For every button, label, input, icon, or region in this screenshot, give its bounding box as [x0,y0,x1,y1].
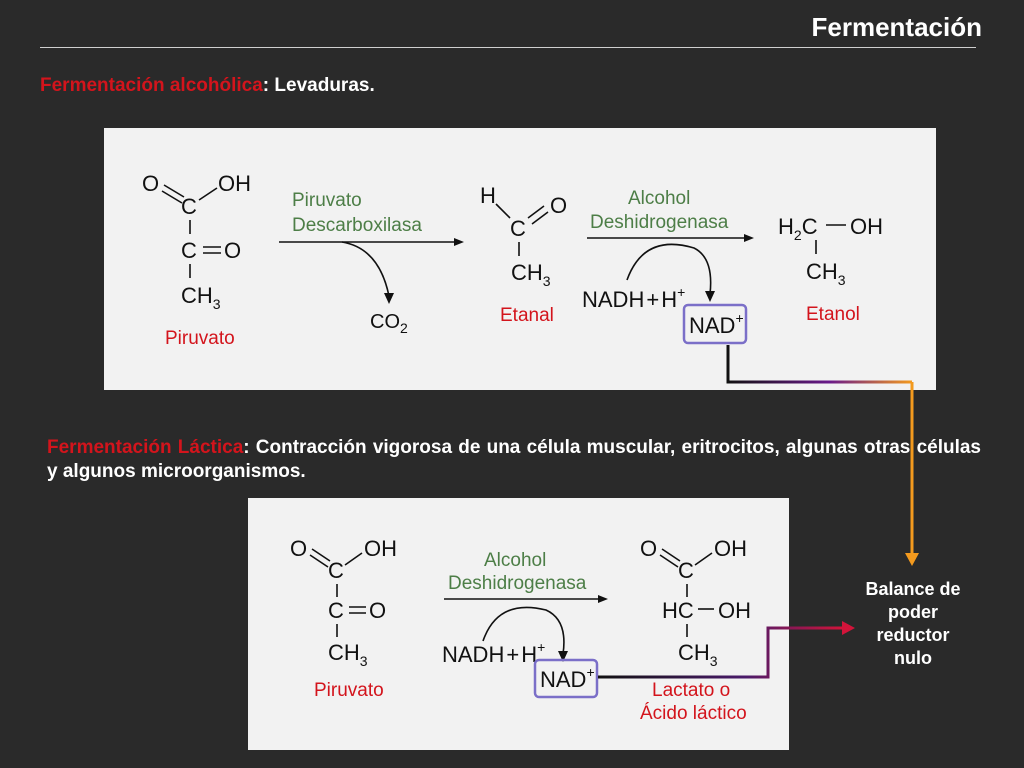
balance-line1: Balance de [865,579,961,599]
section-lactic-heading: Fermentación Láctica: Contracción vigoro… [47,436,981,484]
nad-box [682,303,748,345]
lactate-c: C [678,558,694,583]
pyr2-name: Piruvato [314,680,384,701]
lactic-reaction-diagram: O C OH C O CH3 Piruvato Alcohol Deshidro… [290,536,751,724]
bond [661,548,681,562]
pyr1-c1: C [181,194,197,219]
reaction2-arrowhead [744,234,754,242]
lactic-desc: : Contracción vigorosa de una célula mus… [47,437,982,482]
balance-line4: nulo [894,648,932,668]
lactate-hc: HC [662,598,694,623]
pyr1-oh: OH [218,171,251,196]
pyr1-o2: O [224,238,241,263]
balance-line3: reductor [876,625,950,645]
pyr1-c2: C [181,238,197,263]
lactate-oh: OH [714,536,747,561]
pyr1-name: Piruvato [165,328,235,349]
pyr2-c2: C [328,598,344,623]
pyr2-o-top: O [290,536,307,561]
bond [527,205,545,219]
co2-release-arrow [341,241,390,297]
bond [495,203,511,219]
title-divider [40,47,976,48]
pyr1-ch: CH3 [181,283,221,312]
nadh-label-2: NADH+H+ [442,639,545,667]
lactate-name-line1: Lactato o [652,680,730,701]
section-alcoholic-heading: Fermentación alcohólica: Levaduras. [40,75,375,97]
nadh-arrowhead-2 [558,651,568,662]
co2-label: CO2 [370,311,408,336]
enzyme2-line1: Alcohol [628,188,690,209]
lactate-ch: CH3 [678,640,718,669]
page-title: Fermentación [811,12,983,42]
nad-label: NAD+ [689,310,744,338]
enzyme3-line1: Alcohol [484,550,546,571]
ethanol-ch: CH3 [806,259,846,288]
ethanal-name: Etanal [500,305,554,326]
enzyme1-line1: Piruvato [292,190,362,211]
bond [309,554,329,568]
nadh-arrowhead [705,291,715,302]
pyr2-c1: C [328,558,344,583]
bond [531,211,549,225]
alcoholic-reaction-diagram: O C OH C O CH3 Piruvato Piruvato Descarb… [142,171,883,349]
reaction1-arrowhead [454,238,464,246]
enzyme2-line2: Deshidrogenasa [590,212,729,233]
enzyme1-line2: Descarboxilasa [292,215,422,236]
nad-box-2 [533,658,599,699]
bond [161,190,183,204]
ethanal-c: C [510,216,526,241]
balance-line2: poder [887,602,938,622]
co2-arrowhead [384,293,394,304]
bond [198,187,218,201]
bond [163,184,185,198]
lactic-label: Fermentación Láctica [47,437,244,458]
alcoholic-desc: : Levaduras. [262,75,375,96]
lactate-o: O [640,536,657,561]
enzyme3-line2: Deshidrogenasa [448,573,587,594]
reaction3-arrowhead [598,595,608,603]
nad-label-2: NAD+ [540,664,595,692]
bond [344,552,363,566]
ethanol-name: Etanol [806,304,860,325]
ethanol-oh: OH [850,214,883,239]
pyr2-ch: CH3 [328,640,368,669]
ethanol-h2c: H2C [778,214,818,243]
ethanal-ch: CH3 [511,260,551,289]
alcoholic-label: Fermentación alcohólica [40,75,263,96]
bond [694,552,713,566]
lactate-oh2: OH [718,598,751,623]
lactate-name-line2: Ácido láctico [640,703,747,724]
nadh-label: NADH+H+ [582,284,685,312]
ethanal-o: O [550,193,567,218]
nadh-cycle-arrow-2 [482,606,565,655]
lactic-reaction-panel: O C OH C O CH3 Piruvato Alcohol Deshidro… [248,498,789,750]
bond [659,554,679,568]
pyr2-o2: O [369,598,386,623]
nadh-cycle-arrow [626,243,712,295]
ethanal-h: H [480,183,496,208]
alcoholic-reaction-panel: O C OH C O CH3 Piruvato Piruvato Descarb… [104,128,936,390]
balance-label: Balance de poder reductor nulo [848,578,978,670]
connector-arrowhead-1 [905,553,919,566]
pyr2-oh: OH [364,536,397,561]
bond [311,548,331,562]
pyr1-o-top: O [142,171,159,196]
